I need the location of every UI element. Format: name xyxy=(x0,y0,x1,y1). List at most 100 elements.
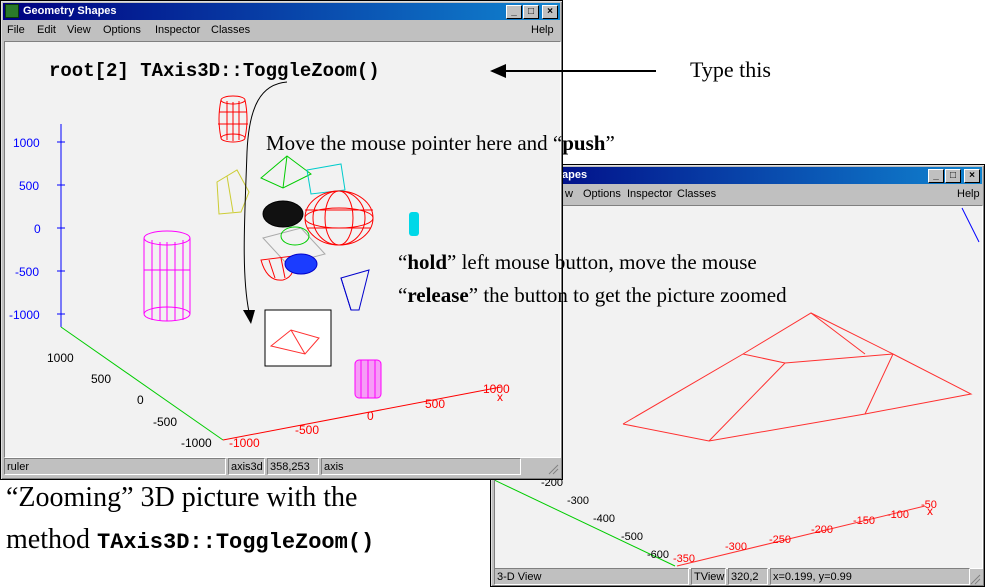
y-tick-1: 500 xyxy=(91,372,111,386)
z-tick-1: 500 xyxy=(19,179,39,193)
z-tick-2: 0 xyxy=(34,222,41,236)
menu-help[interactable]: Help xyxy=(957,188,980,200)
cyan-box-shape xyxy=(306,163,346,195)
resize-grip-icon[interactable] xyxy=(545,458,559,475)
z-tick-3: -500 xyxy=(15,265,39,279)
zoom-x-tick-3: -200 xyxy=(811,524,833,536)
zoom-x-tick-0: -350 xyxy=(673,553,695,565)
annotation-release-post: ” the button to get the picture zoomed xyxy=(468,283,787,307)
menu-help[interactable]: Help xyxy=(531,24,554,36)
z-tick-4: -1000 xyxy=(9,308,40,322)
x-axis-mark: x xyxy=(497,390,503,404)
zoom-window-statusbar: 3-D View TView 320,2 x=0.199, y=0.99 xyxy=(494,568,981,586)
red-barrel-shape xyxy=(218,95,248,143)
status-coords: x=0.199, y=0.99 xyxy=(770,568,970,585)
menu-options[interactable]: Options xyxy=(583,188,621,200)
z-axis xyxy=(57,124,65,327)
x-axis xyxy=(222,386,502,441)
status-class: axis3d xyxy=(228,458,265,475)
zoom-view-canvas[interactable]: -200 -300 -400 -500 -600 -350 -300 -250 … xyxy=(489,205,983,569)
y-tick-2: 0 xyxy=(137,393,144,407)
magenta-tube-shape xyxy=(143,230,191,322)
zoom-y-tick-3: -500 xyxy=(621,531,643,543)
annotation-release-bold: release xyxy=(407,283,469,307)
annotation-hold-pre: “ xyxy=(398,250,408,274)
y-tick-0: 1000 xyxy=(47,351,74,365)
maximize-button[interactable]: □ xyxy=(523,5,539,19)
arrowhead-icon xyxy=(243,310,255,324)
x-tick-3: 500 xyxy=(425,397,445,411)
main-canvas[interactable]: root[2] TAxis3D::ToggleZoom() 1000 500 0… xyxy=(4,41,561,458)
caption-code: TAxis3D::ToggleZoom() xyxy=(97,530,375,555)
green-trd-shape xyxy=(260,155,312,189)
minimize-button[interactable]: _ xyxy=(506,5,522,19)
annotation-type-this: Type this xyxy=(690,57,771,82)
annotation-move-pointer: Move the mouse pointer here and “push” xyxy=(266,131,615,156)
caption-line-2: method TAxis3D::ToggleZoom() xyxy=(6,524,374,556)
main-window-controls: _ □ × xyxy=(505,5,558,19)
root-tree-icon: root-tree-icon xyxy=(5,4,19,18)
x-tick-1: -500 xyxy=(295,423,319,437)
zoom-x-axis xyxy=(676,505,926,567)
close-button[interactable]: × xyxy=(964,169,980,183)
annotation-move-pre: Move the mouse pointer here and “ xyxy=(266,131,563,155)
annotation-move-bold: push xyxy=(562,131,606,155)
close-button[interactable]: × xyxy=(542,5,558,19)
annotation-hold: “hold” left mouse button, move the mouse xyxy=(398,250,757,275)
zoom-x-tick-2: -250 xyxy=(769,534,791,546)
blue-cylinder-shape xyxy=(284,253,318,275)
maximize-button[interactable]: □ xyxy=(945,169,961,183)
x-tick-2: 0 xyxy=(367,409,374,423)
cyan-tube-shape xyxy=(409,212,419,236)
main-window-menubar: File Edit View Options Inspector Classes… xyxy=(3,21,560,39)
y-tick-4: -1000 xyxy=(181,436,212,450)
menu-inspector[interactable]: Inspector xyxy=(627,188,673,200)
zoom-y-tick-1: -300 xyxy=(567,495,589,507)
y-axis xyxy=(60,326,224,441)
resize-grip-icon[interactable] xyxy=(967,568,981,585)
zoom-window-controls: _ □ × xyxy=(927,169,980,183)
zoom-y-tick-4: -600 xyxy=(647,549,669,561)
menu-file[interactable]: File xyxy=(7,24,25,36)
main-window-titlebar[interactable]: root-tree-icon Geometry Shapes _ □ × xyxy=(3,3,560,20)
zoom-x-tick-4: -150 xyxy=(853,515,875,527)
zoomed-3d-view: -200 -300 -400 -500 -600 -350 -300 -250 … xyxy=(489,207,980,567)
y-tick-3: -500 xyxy=(153,415,177,429)
zoom-y-axis xyxy=(489,477,676,567)
annotation-hold-bold: hold xyxy=(407,250,448,274)
zoom-window-menubar: w Options Inspector Classes Help xyxy=(493,185,982,203)
main-3d-view: 1000 500 0 -500 -1000 1000 500 0 -500 -1… xyxy=(9,81,510,450)
menu-view[interactable]: w xyxy=(565,188,573,200)
menu-classes[interactable]: Classes xyxy=(211,24,251,36)
caption-line-2-text: method xyxy=(6,524,97,555)
magenta-barrel-shape xyxy=(354,359,382,399)
zoom-window-titlebar[interactable]: root-tree-icon Shapes _ □ × xyxy=(493,167,982,184)
menu-inspector[interactable]: Inspector xyxy=(155,24,201,36)
caption-line-1: “Zooming” 3D picture with the xyxy=(6,482,358,513)
red-sphere-shape xyxy=(304,190,374,246)
zoom-y-tick-2: -400 xyxy=(593,513,615,525)
minimize-button[interactable]: _ xyxy=(928,169,944,183)
black-sphere-shape xyxy=(262,200,304,228)
status-pixel: 320,2 xyxy=(728,568,768,585)
z-axis-fragment xyxy=(961,207,980,243)
zoomed-trapezoid-shape xyxy=(622,312,973,442)
main-window: root-tree-icon Geometry Shapes _ □ × Fil… xyxy=(0,0,563,480)
main-window-title: Geometry Shapes xyxy=(23,5,117,17)
menu-edit[interactable]: Edit xyxy=(37,24,56,36)
status-info: axis xyxy=(321,458,521,475)
menu-options[interactable]: Options xyxy=(103,24,141,36)
x-tick-0: -1000 xyxy=(229,436,260,450)
annotation-move-post: ” xyxy=(605,131,615,155)
selection-trapezoid-preview xyxy=(269,329,320,355)
annotation-release-pre: “ xyxy=(398,283,408,307)
command-line: root[2] TAxis3D::ToggleZoom() xyxy=(49,60,380,82)
zoom-x-tick-5: -100 xyxy=(887,509,909,521)
menu-view[interactable]: View xyxy=(67,24,91,36)
menu-classes[interactable]: Classes xyxy=(677,188,717,200)
status-pixel: 358,253 xyxy=(267,458,319,475)
status-object: ruler xyxy=(4,458,226,475)
mouse-path-arrow xyxy=(243,81,288,313)
status-object: 3-D View xyxy=(494,568,689,585)
z-tick-0: 1000 xyxy=(13,136,40,150)
